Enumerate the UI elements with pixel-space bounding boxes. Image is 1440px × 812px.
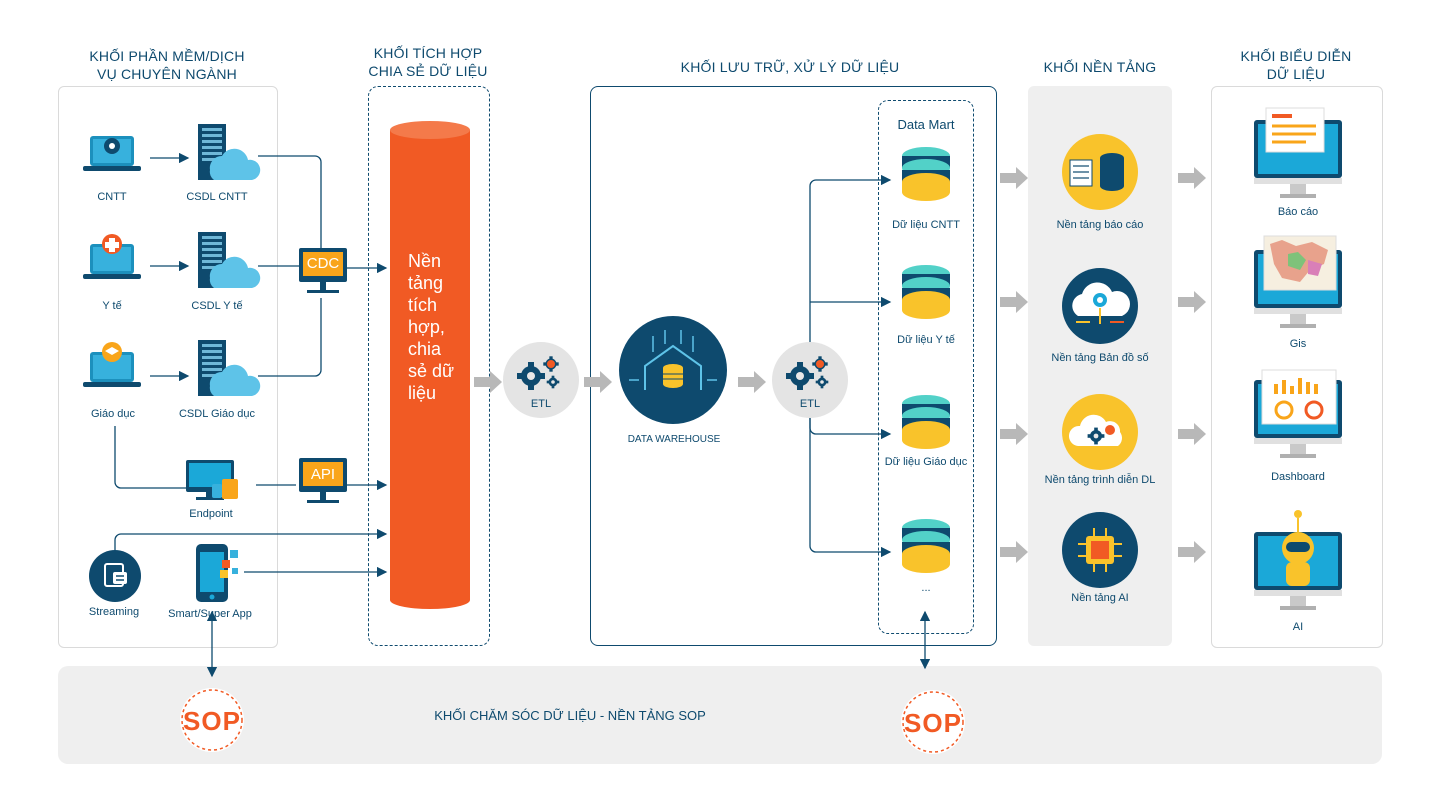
output-label-report: Báo cáo	[1277, 206, 1319, 218]
datamart-giaoduc-db-icon	[902, 395, 950, 449]
datamart-yte-db-icon	[902, 265, 950, 319]
report-platform-icon	[1062, 134, 1138, 210]
server-yte-icon	[198, 232, 261, 288]
header-software: KHỐI PHẦN MỀM/DỊCH VỤ CHUYÊN NGÀNH	[89, 48, 245, 82]
output-label-ai: AI	[1292, 621, 1304, 633]
laptop-giaoduc-icon	[83, 342, 141, 387]
streaming-label: Streaming	[88, 606, 140, 618]
data-warehouse-icon	[619, 316, 727, 424]
header-platform: KHỐI NỀN TẢNG	[1043, 59, 1157, 75]
integration-panel	[368, 86, 490, 646]
header-integration: KHỐI TÍCH HỢP CHIA SẺ DỮ LIỆU	[368, 45, 488, 79]
presentation-platform-icon	[1062, 394, 1138, 470]
laptop-yte-icon	[83, 234, 141, 279]
datamart-label-more: ...	[921, 582, 931, 594]
ai-monitor-icon	[1254, 510, 1342, 610]
gis-monitor-icon	[1254, 235, 1342, 328]
report-monitor-icon	[1254, 107, 1342, 198]
platform-label-presentation: Nền tảng trình diễn DL	[1044, 474, 1156, 486]
datamart-more-db-icon	[902, 519, 950, 573]
sop-badge-right-icon	[901, 690, 965, 754]
endpoint-label: Endpoint	[189, 508, 233, 520]
footer-panel	[58, 666, 1382, 764]
digital-map-platform-icon	[1062, 268, 1138, 344]
cdc-label: CDC	[306, 255, 340, 272]
data-warehouse-label: DATA WAREHOUSE	[627, 434, 721, 445]
header-presentation: KHỐI BIỂU DIỄN DỮ LIỆU	[1240, 48, 1352, 82]
arrow-warehouse-etl	[738, 371, 766, 393]
datamart-cntt-db-icon	[902, 147, 950, 201]
data-mart-title: Data Mart	[897, 117, 955, 132]
dashboard-monitor-icon	[1254, 369, 1342, 458]
integration-cylinder	[390, 121, 470, 609]
platform-label-map: Nền tảng Bản đồ số	[1051, 352, 1149, 364]
header-storage: KHỐI LƯU TRỮ, XỬ LÝ DỮ LIỆU	[680, 59, 900, 75]
smart-app-icon	[196, 544, 238, 602]
footer-title: KHỐI CHĂM SÓC DỮ LIỆU - NỀN TẢNG SOP	[434, 708, 706, 723]
db-label-giaoduc: CSDL Giáo dục	[178, 408, 256, 420]
streaming-icon	[89, 550, 141, 602]
app-label-yte: Y tế	[102, 300, 122, 312]
datamart-label-cntt: Dữ liệu CNTT	[892, 219, 960, 231]
platform-label-report: Nền tảng báo cáo	[1056, 219, 1144, 231]
server-giaoduc-icon	[198, 340, 261, 396]
arrows-storage-platform	[1000, 167, 1028, 563]
sop-label-left: SOP	[183, 706, 241, 736]
etl-label-2: ETL	[799, 398, 821, 410]
ai-platform-icon	[1062, 512, 1138, 588]
datamart-label-yte: Dữ liệu Y tế	[897, 334, 955, 346]
smart-app-label: Smart/Super App	[168, 608, 252, 620]
platform-label-ai: Nền tảng AI	[1071, 592, 1129, 604]
app-label-giaoduc: Giáo dục	[90, 408, 136, 420]
integration-platform-text: Nền tảng tích hợp, chia sẻ dữ liệu	[408, 251, 455, 403]
sop-label-right: SOP	[904, 708, 962, 738]
db-label-cntt: CSDL CNTT	[186, 191, 248, 203]
datamart-label-giaoduc: Dữ liệu Giáo dục	[884, 456, 968, 468]
laptop-cntt-icon	[83, 136, 141, 171]
server-cntt-icon	[198, 124, 261, 180]
db-label-yte: CSDL Y tế	[191, 300, 243, 312]
etl-gears-icon	[503, 342, 579, 418]
etl-gears-icon-2	[772, 342, 848, 418]
arrow-integration-etl	[474, 371, 502, 393]
arrows-platform-presentation	[1178, 167, 1206, 563]
output-label-dashboard: Dashboard	[1271, 471, 1325, 483]
endpoint-icon	[186, 460, 238, 500]
etl-label-1: ETL	[530, 398, 552, 410]
arrow-etl-warehouse	[584, 371, 612, 393]
output-label-gis: Gis	[1289, 338, 1307, 350]
app-label-cntt: CNTT	[97, 191, 127, 203]
sop-badge-left-icon	[180, 688, 244, 752]
api-label: API	[310, 466, 336, 483]
